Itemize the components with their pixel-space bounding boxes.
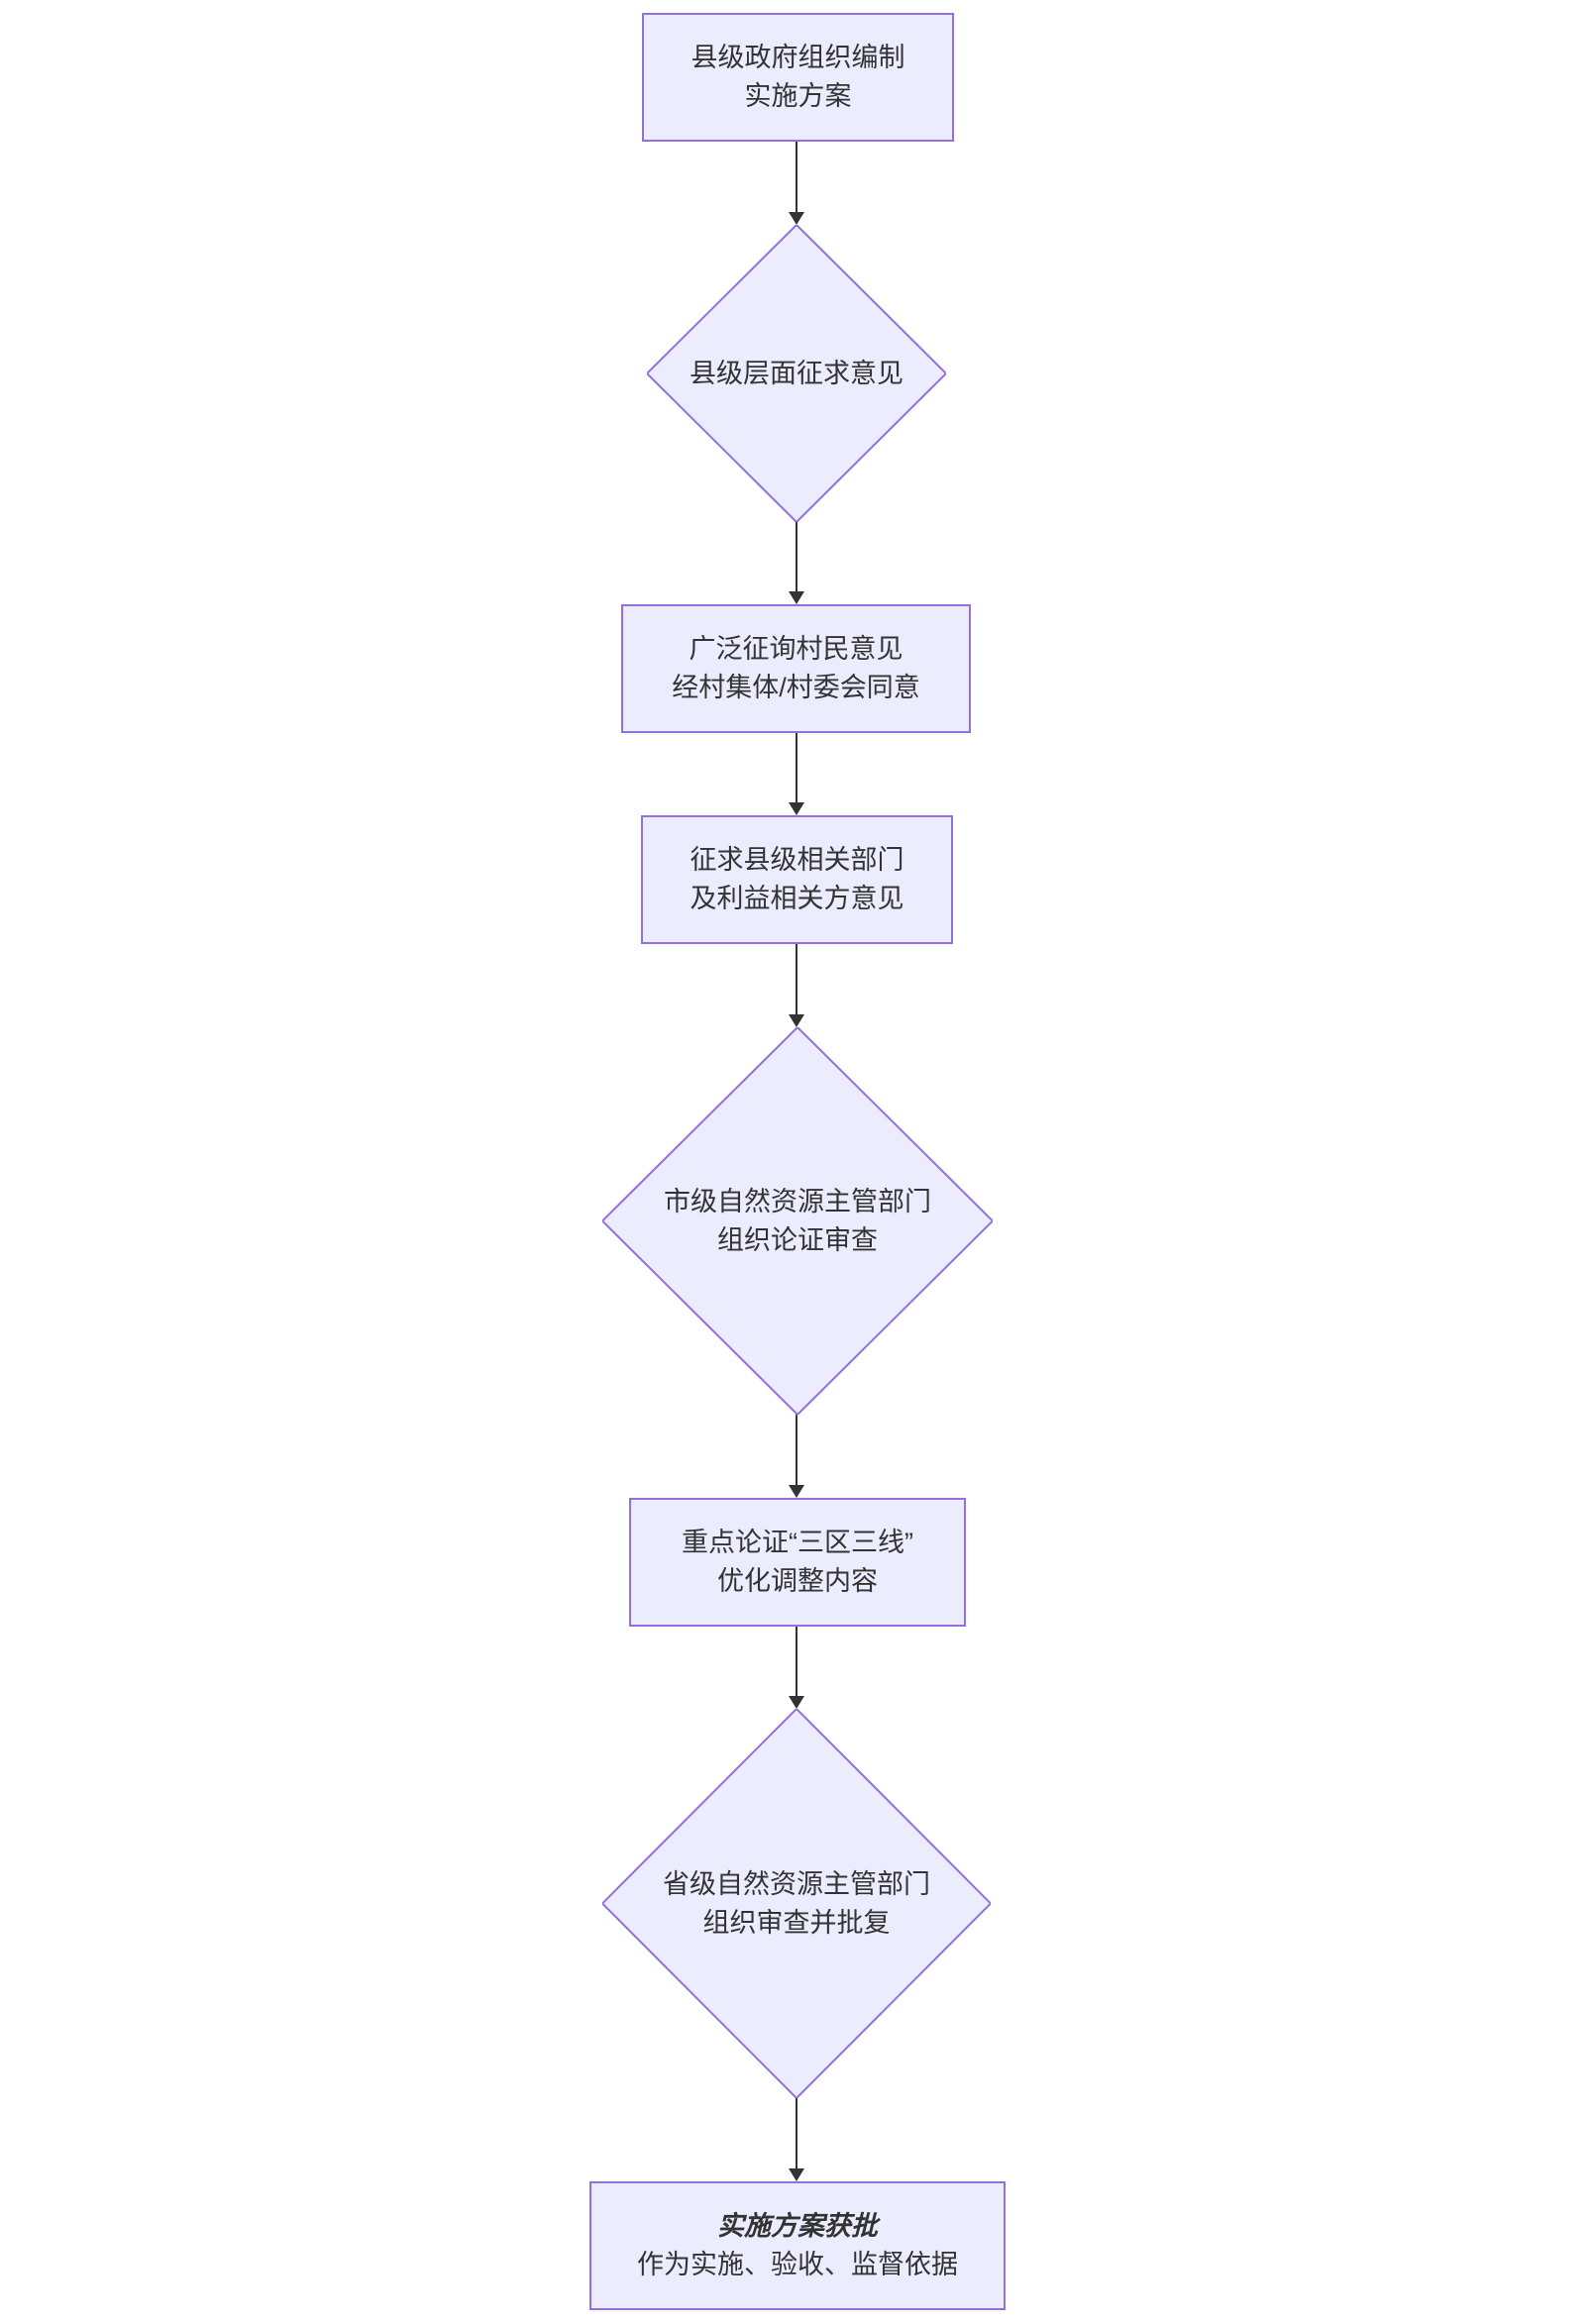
node-label: 重点论证“三区三线” 优化调整内容 [631, 1500, 964, 1625]
diamond-shape [602, 1709, 991, 2098]
node-label-line: 广泛征询村民意见 [689, 634, 903, 664]
arrowhead-down-icon [789, 212, 804, 225]
arrow-n2-n3 [789, 522, 804, 604]
node-label-line: 经村集体/村委会同意 [672, 673, 920, 702]
decision-county-consultation: 县级层面征求意见 [647, 225, 946, 522]
node-label: 县级政府组织编制 实施方案 [644, 15, 952, 140]
diamond-shape [647, 225, 946, 522]
node-three-zones-three-lines-review: 重点论证“三区三线” 优化调整内容 [629, 1498, 966, 1627]
node-label-line: 县级政府组织编制 [690, 43, 905, 72]
decision-municipal-review: 市级自然资源主管部门 组织论证审查 [602, 1027, 993, 1415]
arrowhead-down-icon [789, 1485, 804, 1498]
node-label: 征求县级相关部门 及利益相关方意见 [643, 817, 951, 942]
arrow-shaft [796, 944, 797, 1014]
arrow-shaft [796, 522, 797, 591]
node-department-consultation: 征求县级相关部门 及利益相关方意见 [641, 815, 953, 944]
arrow-shaft [796, 1415, 797, 1485]
node-label-line: 征求县级相关部门 [690, 845, 904, 875]
arrowhead-down-icon [789, 1696, 804, 1709]
arrowhead-down-icon [789, 591, 804, 604]
arrow-n3-n4 [789, 733, 804, 815]
arrow-shaft [796, 1627, 797, 1696]
arrow-shaft [796, 2098, 797, 2168]
node-county-plan-drafting: 县级政府组织编制 实施方案 [642, 13, 954, 142]
node-label-line: 及利益相关方意见 [690, 884, 904, 913]
node-label-line: 实施方案获批 [717, 2211, 878, 2241]
arrowhead-down-icon [789, 1014, 804, 1027]
node-label-line: 作为实施、验收、监督依据 [637, 2250, 958, 2279]
decision-provincial-approval: 省级自然资源主管部门 组织审查并批复 [602, 1709, 991, 2098]
diamond-shape [602, 1027, 993, 1415]
arrow-n4-n5 [789, 944, 804, 1027]
node-plan-approved: 实施方案获批 作为实施、验收、监督依据 [589, 2181, 1006, 2310]
node-label: 实施方案获批 作为实施、验收、监督依据 [591, 2183, 1004, 2308]
arrow-n7-n8 [789, 2098, 804, 2181]
arrow-n1-n2 [789, 142, 804, 225]
arrow-n6-n7 [789, 1627, 804, 1709]
node-label: 广泛征询村民意见 经村集体/村委会同意 [623, 606, 969, 731]
arrowhead-down-icon [789, 2168, 804, 2181]
arrow-shaft [796, 142, 797, 212]
node-label-line: 优化调整内容 [717, 1566, 878, 1596]
arrow-n5-n6 [789, 1415, 804, 1498]
node-label-line: 实施方案 [744, 81, 852, 111]
arrow-shaft [796, 733, 797, 802]
node-villager-consultation: 广泛征询村民意见 经村集体/村委会同意 [621, 604, 971, 733]
node-label-line: 重点论证“三区三线” [682, 1528, 913, 1557]
arrowhead-down-icon [789, 802, 804, 815]
